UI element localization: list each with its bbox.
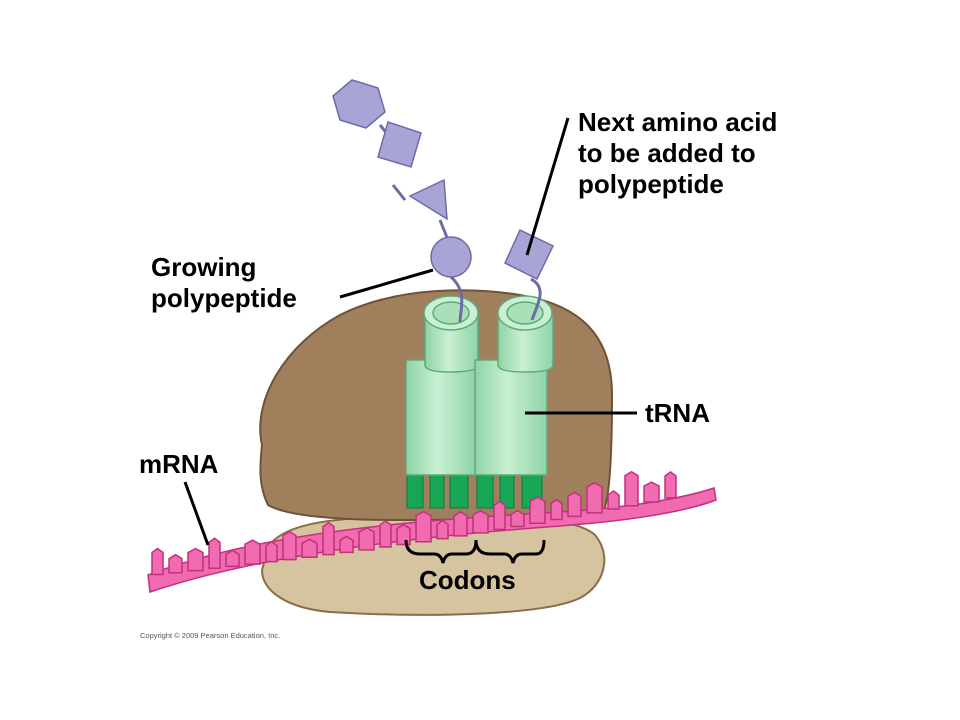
mrna-base bbox=[208, 537, 221, 569]
growing-polypeptide-label: Growing polypeptide bbox=[151, 252, 297, 314]
mrna-base bbox=[151, 547, 164, 576]
trna-label: tRNA bbox=[645, 398, 710, 428]
mrna-base bbox=[529, 496, 546, 524]
growing-leader bbox=[339, 268, 434, 299]
growing-label-line2: polypeptide bbox=[151, 283, 297, 313]
next-amino-leader bbox=[525, 117, 570, 256]
mrna-base bbox=[358, 527, 375, 551]
mrna-label: mRNA bbox=[139, 449, 219, 479]
mrna-leader bbox=[183, 481, 210, 546]
mrna-base bbox=[436, 519, 449, 540]
trna-left bbox=[405, 295, 479, 476]
mrna-base bbox=[265, 540, 278, 563]
mrna-base bbox=[225, 549, 240, 568]
next-amino-label-line1: Next amino acid bbox=[578, 107, 778, 137]
mrna-base bbox=[586, 482, 603, 514]
next-amino-acid-label: Next amino acid to be added to polypepti… bbox=[578, 107, 777, 200]
mrna-base bbox=[396, 523, 411, 546]
mrna-base bbox=[301, 538, 318, 559]
mrna-base bbox=[624, 470, 639, 507]
next-amino-acid bbox=[504, 228, 555, 321]
next-amino-label-line3: polypeptide bbox=[578, 169, 724, 199]
polypeptide-chain bbox=[332, 79, 472, 323]
copyright-notice: Copyright © 2009 Pearson Education, Inc. bbox=[140, 631, 281, 640]
mrna-base bbox=[168, 553, 183, 574]
next-amino-label-line2: to be added to bbox=[578, 138, 756, 168]
mrna-base bbox=[550, 498, 563, 521]
leader-lines bbox=[183, 117, 637, 546]
codons-label: Codons bbox=[419, 565, 516, 595]
mrna-base bbox=[379, 520, 392, 548]
mrna-base bbox=[607, 490, 620, 510]
mrna-base bbox=[643, 481, 660, 503]
trna-right bbox=[474, 295, 554, 476]
mrna-base bbox=[472, 510, 489, 534]
mrna-base bbox=[282, 530, 297, 561]
mrna-base bbox=[493, 500, 506, 531]
mrna-strand bbox=[147, 470, 717, 594]
codon-braces bbox=[404, 539, 546, 564]
mrna-base bbox=[510, 509, 525, 528]
mrna-base bbox=[322, 521, 335, 556]
growing-label-line1: Growing bbox=[151, 252, 257, 282]
mrna-base bbox=[664, 471, 677, 499]
mrna-base bbox=[244, 539, 261, 565]
mrna-base bbox=[339, 535, 354, 554]
mrna-base bbox=[453, 511, 468, 537]
mrna-base bbox=[187, 547, 204, 572]
mrna-base bbox=[567, 491, 582, 518]
mrna-base bbox=[415, 510, 432, 543]
